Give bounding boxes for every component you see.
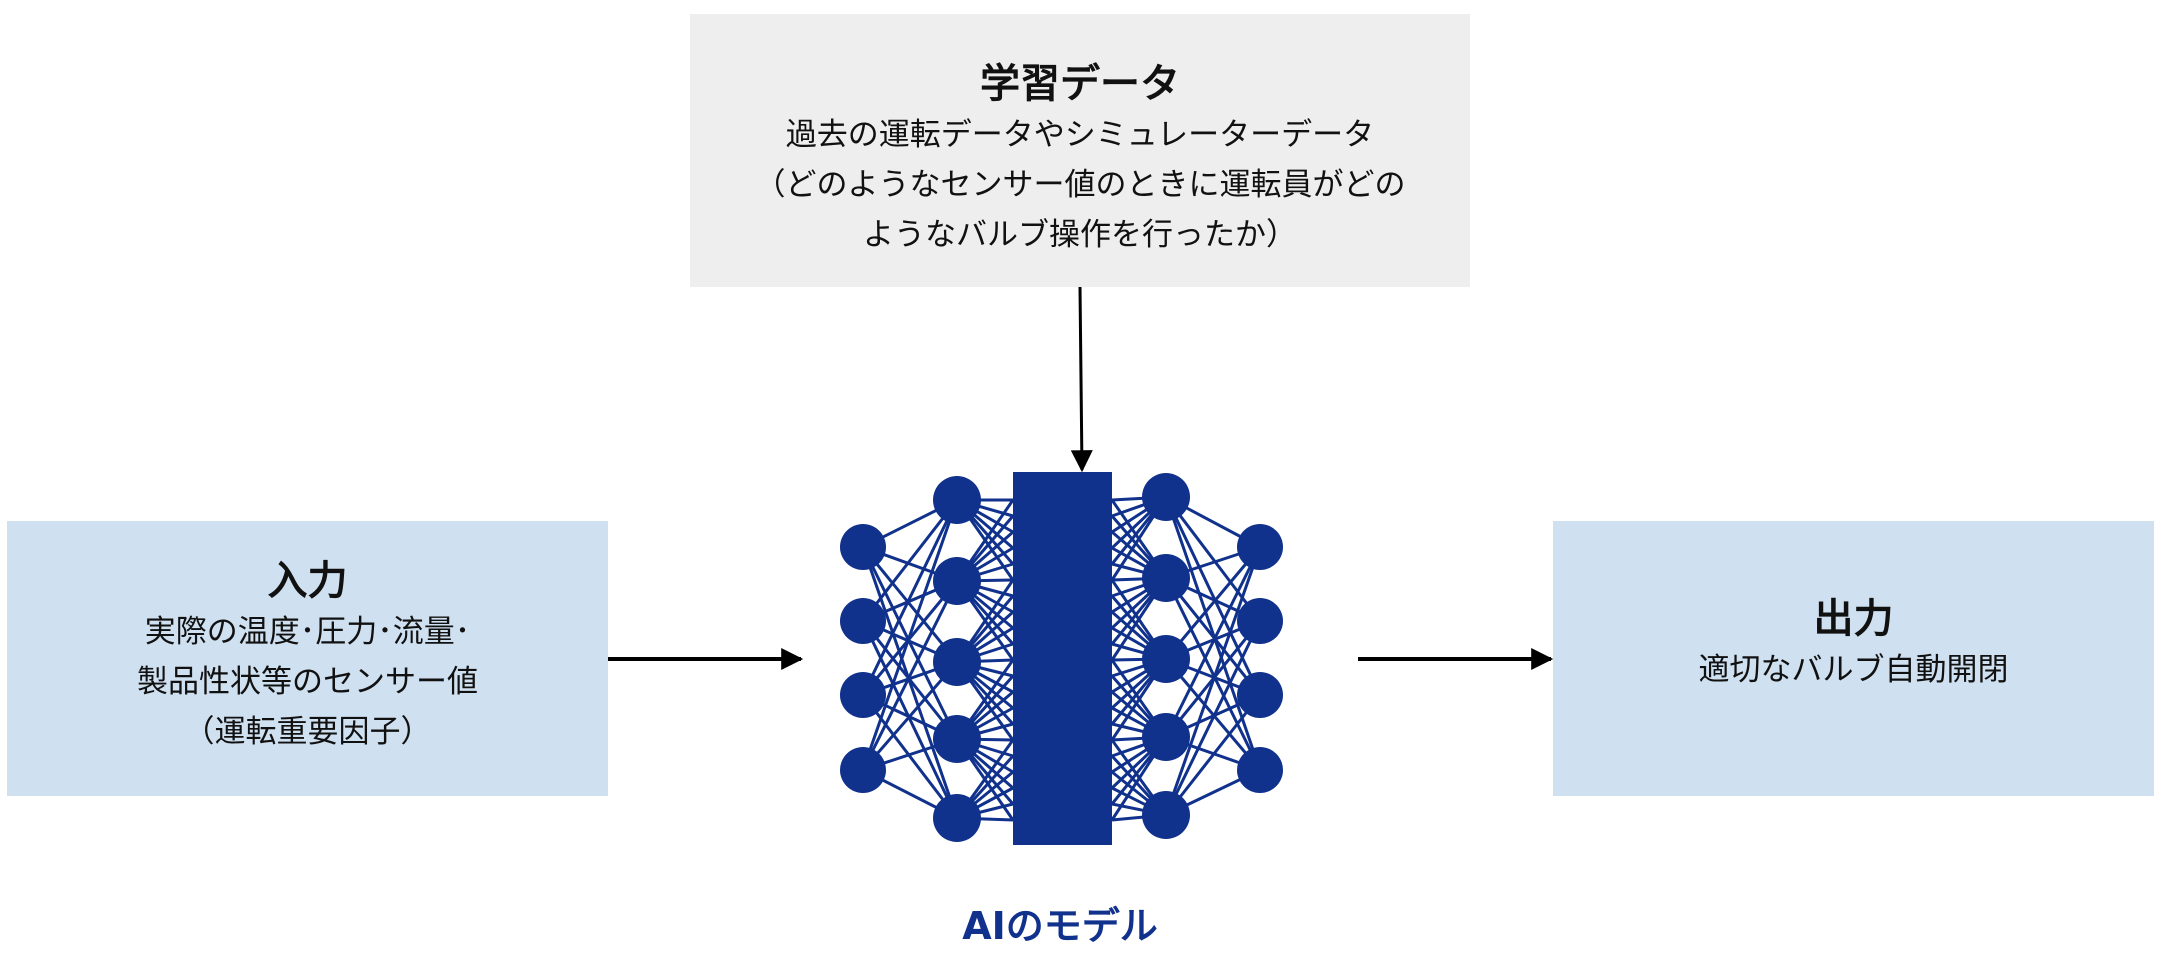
connection-line [1164, 496, 1262, 622]
arrow-training-to-model [1070, 286, 1093, 473]
connection-line [861, 499, 959, 622]
neuron-node [933, 715, 981, 763]
neuron-node [1142, 554, 1190, 602]
input-line: 製品性状等のセンサー値 [137, 663, 478, 700]
connection-line [1164, 546, 1262, 660]
connection-line [1164, 577, 1262, 771]
input-title: 入力 [267, 557, 348, 604]
output-title: 出力 [1813, 595, 1894, 642]
training-data-line: 過去の運転データやシミュレーターデータ [785, 117, 1375, 153]
neuron-node [840, 524, 886, 570]
neuron-node [1237, 747, 1283, 793]
neuron-node [1142, 713, 1190, 761]
neuron-node [1142, 635, 1190, 683]
training-data-box: 学習データ 過去の運転データやシミュレーターデータ （どのようなセンサー値のとき… [690, 14, 1470, 287]
ai-model-label: AIのモデル [962, 904, 1158, 948]
output-line: 適切なバルブ自動開閉 [1698, 651, 2009, 688]
neuron-node [840, 598, 886, 644]
connection-line [1164, 546, 1262, 738]
connection-line [861, 580, 959, 771]
connection-line [861, 694, 959, 819]
neuron-node [933, 638, 981, 686]
neuron-node [1237, 524, 1283, 570]
neuron-node [1142, 473, 1190, 521]
connection-line [1164, 620, 1262, 816]
neural-network-icon [840, 472, 1283, 845]
connection-line [861, 546, 959, 819]
neuron-node [933, 476, 981, 524]
training-data-title: 学習データ [980, 61, 1180, 107]
connection-line [861, 499, 959, 696]
connection-line [1164, 496, 1262, 771]
connection-line [861, 499, 959, 771]
input-line: 実際の温度･圧力･流量･ [144, 613, 471, 650]
neuron-node [1142, 791, 1190, 839]
neuron-node [1237, 598, 1283, 644]
hidden-layer-block [1013, 472, 1112, 845]
connection-line [861, 546, 959, 663]
training-data-line: （どのようなセンサー値のときに運転員がどの [754, 167, 1406, 203]
connection-line [1164, 620, 1262, 738]
neuron-node [933, 557, 981, 605]
neuron-node [933, 794, 981, 842]
output-box: 出力 適切なバルブ自動開閉 [1553, 521, 2154, 796]
connection-line [861, 620, 959, 819]
connection-line [1164, 496, 1262, 696]
neuron-node [840, 747, 886, 793]
neuron-node [1237, 672, 1283, 718]
connection-line [1164, 658, 1262, 771]
neuron-node [840, 672, 886, 718]
input-line: （運転重要因子） [183, 713, 432, 750]
training-data-line: ようなバルブ操作を行ったか） [863, 217, 1297, 253]
input-box: 入力 実際の温度･圧力･流量･ 製品性状等のセンサー値 （運転重要因子） [7, 521, 608, 796]
